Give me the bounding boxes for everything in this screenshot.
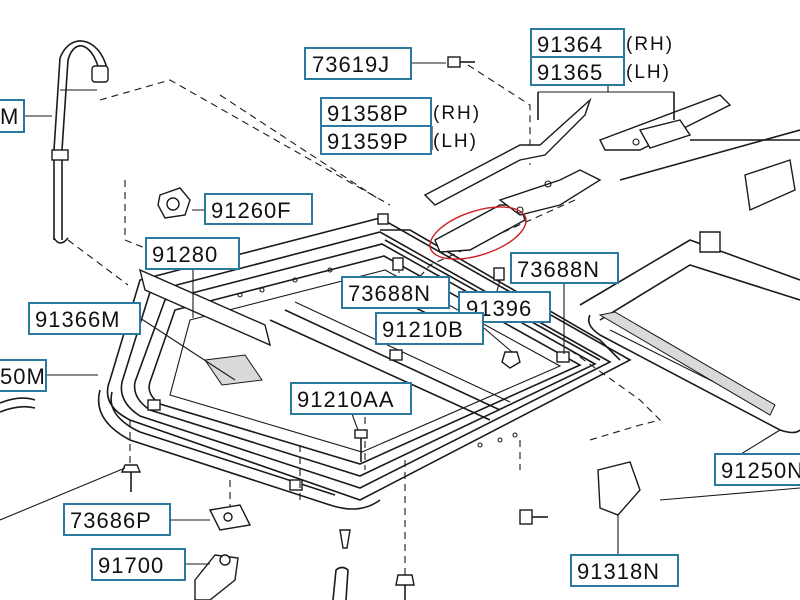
guide-line-2 (67, 239, 129, 286)
label-91366M: 91366M (28, 302, 141, 335)
label-91365-side: (LH) (626, 62, 671, 83)
label-73619J: 73619J (304, 47, 412, 80)
label-91210AA: 91210AA (290, 382, 412, 415)
label-M-left-text: M (0, 104, 19, 129)
label-91364-text: 91364 (537, 32, 603, 57)
bolt-lower-middle (395, 574, 415, 600)
label-91210AA-text: 91210AA (297, 387, 395, 412)
guide-line-1 (99, 79, 391, 206)
guide-line-11 (569, 349, 662, 441)
label-91365-text: 91365 (537, 60, 603, 85)
drain-hose-rear (332, 529, 351, 600)
label-91358P-text: 91358P (327, 101, 409, 126)
label-91280: 91280 (145, 237, 240, 270)
label-91250N-text: 91250N (721, 458, 800, 483)
label-73619J-text: 73619J (312, 52, 390, 77)
label-91260F: 91260F (204, 193, 313, 225)
label-91359P-text: 91359P (327, 129, 409, 154)
side-hose-left (0, 397, 36, 413)
label-73688N-b: 73688N (510, 252, 619, 284)
guide-line-4 (219, 94, 381, 201)
label-91364: 91364 (RH) (530, 28, 674, 58)
label-73688N-a: 73688N (341, 276, 450, 309)
label-91358P-side: (RH) (433, 103, 481, 124)
label-91396: 91396 (458, 291, 551, 323)
label-91318N-text: 91318N (577, 559, 660, 584)
label-91365: 91365 (LH) (530, 56, 671, 86)
rail-right-edge (619, 129, 800, 212)
label-91210B: 91210B (375, 312, 484, 345)
clip-73688N (392, 257, 570, 363)
nut-91210B (501, 351, 521, 369)
label-91318N: 91318N (570, 554, 679, 587)
bracket-73686P (208, 504, 252, 531)
label-73686P-text: 73686P (70, 508, 152, 533)
bolt-91210AA (354, 429, 368, 462)
label-91250N: 91250N (714, 453, 800, 486)
glass-lid-91250N (579, 231, 800, 434)
guide-line-3 (124, 180, 151, 251)
label-M-left: M (0, 99, 25, 133)
label-73688N-a-text: 73688N (348, 281, 431, 306)
drain-hose-front (51, 40, 109, 244)
drawing-lines (0, 40, 800, 600)
bracket-91318N (597, 461, 641, 516)
bolt-lower-left (120, 464, 142, 492)
highlight-circle (429, 206, 527, 260)
label-91700: 91700 (91, 548, 186, 581)
screw-73619J (447, 56, 475, 68)
label-91210B-text: 91210B (382, 317, 464, 342)
label-50M: 50M (0, 359, 47, 392)
label-73688N-b-text: 73688N (517, 257, 600, 282)
label-73686P: 73686P (63, 503, 171, 536)
bolt-91318N (519, 509, 548, 525)
label-91280-text: 91280 (152, 242, 218, 267)
label-91359P: 91359P (LH) (320, 125, 478, 155)
label-91359P-side: (LH) (433, 131, 478, 152)
label-50M-text: 50M (0, 364, 46, 389)
label-91700-text: 91700 (98, 553, 164, 578)
label-91366M-text: 91366M (35, 307, 121, 332)
grommet-91260F (157, 187, 191, 219)
label-91358P: 91358P (RH) (320, 97, 481, 127)
rail-91364 (599, 94, 732, 151)
bracket-91700 (194, 554, 239, 600)
link-assembly-91358P (423, 97, 602, 253)
label-91364-side: (RH) (626, 34, 674, 55)
sunroof-frame (97, 213, 632, 510)
label-91260F-text: 91260F (211, 198, 292, 223)
